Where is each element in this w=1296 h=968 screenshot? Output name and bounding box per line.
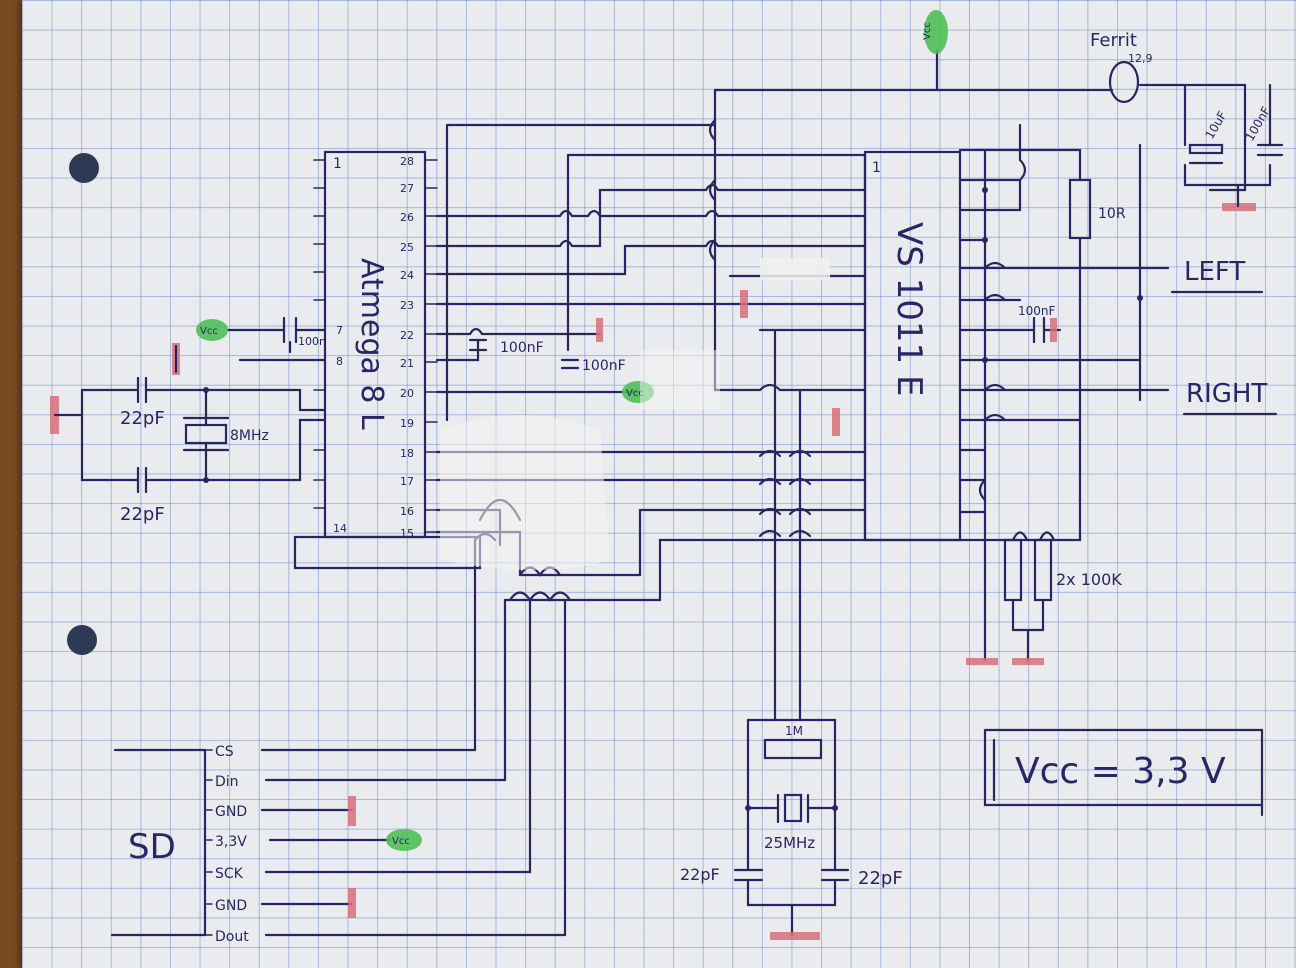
mcu-to-decoder-bus	[435, 88, 1002, 722]
crystal-25mhz-label: 25MHz	[764, 834, 815, 852]
vcc-marker-label: Vcc	[392, 836, 410, 847]
ground-marker	[832, 408, 840, 436]
mcu-pin-24: 24	[400, 269, 414, 282]
vcc-marker	[924, 10, 948, 54]
binder-hole	[69, 153, 99, 183]
correction-fluid	[760, 258, 830, 280]
ground-marker	[348, 888, 356, 918]
res-2x100k-label: 2x 100K	[1056, 570, 1122, 589]
vcc-marker-label: Vcc	[922, 22, 933, 40]
mcu-pin-20: 20	[400, 387, 414, 400]
mcu-right-pins: 28 27 26 25 24 23 22 21 20 19 18 17 16 1…	[336, 155, 438, 540]
ferrite-sub-label: 12,9	[1128, 52, 1153, 65]
mcu-left-pin-stubs	[313, 159, 326, 509]
sd-pin-cs: CS	[215, 744, 234, 760]
ferrite-bead	[1108, 60, 1140, 104]
power-input: Vcc Ferrit 12,9 10uF 100nF	[713, 10, 1284, 402]
mcu-pin-21: 21	[400, 357, 414, 370]
vs1011e-chip: 1 VS 1011 E	[863, 150, 962, 542]
ground-marker	[770, 932, 820, 940]
mcu-pin1-label: 1	[333, 156, 342, 172]
cap-22pf-top-label: 22pF	[120, 408, 165, 429]
decoder-output-network: 10R 100nF 2x 100K	[958, 123, 1142, 665]
ferrite-label: Ferrit	[1090, 30, 1137, 51]
cap-100nf-b-label: 100nF	[582, 358, 626, 374]
ground-marker	[740, 290, 748, 318]
audio-outputs: LEFT RIGHT	[1138, 257, 1278, 416]
sd-label: SD	[128, 827, 176, 867]
mcu-pin14-label: 14	[333, 522, 347, 535]
vcc-marker-label: Vcc	[626, 388, 644, 399]
vcc-marker	[196, 319, 228, 341]
mcu-pin-22: 22	[400, 329, 414, 342]
cap-100nf-d-label: 100nF	[1242, 104, 1273, 143]
mcu-pin-19: 19	[400, 417, 414, 430]
sd-pin-dout: Dout	[215, 929, 249, 945]
mcu-pin-27: 27	[400, 182, 414, 195]
mcu-pin-17: 17	[400, 475, 414, 488]
mcu-pin-18: 18	[400, 447, 414, 460]
correction-fluid	[640, 350, 720, 410]
sd-pin-sck: SCK	[215, 866, 244, 882]
output-right-label: RIGHT	[1186, 379, 1267, 409]
mcu-pin-8: 8	[336, 355, 343, 368]
decoder-crystal-network: 1M 25MHz 22pF 22pF	[680, 718, 903, 940]
sd-pin-din: Din	[215, 774, 239, 790]
mcu-pin-23: 23	[400, 299, 414, 312]
sd-pin-gnd-2: GND	[215, 898, 247, 914]
mcu-pin-26: 26	[400, 211, 414, 224]
mcu-bottom-rail	[293, 535, 482, 570]
decoder-pin1-label: 1	[872, 160, 881, 176]
ground-marker	[1012, 658, 1044, 665]
cap-100n-label: 100n	[298, 335, 326, 348]
decoder-name: VS 1011 E	[889, 222, 929, 396]
ground-marker	[966, 658, 998, 665]
sd-pin-3v3: 3,3V	[215, 834, 247, 850]
sd-card-connector: SD CS Din GND 3,3V SCK GND Dout Vcc	[110, 532, 567, 945]
mcu-pin-16: 16	[400, 505, 414, 518]
sd-pin-gnd-1: GND	[215, 804, 247, 820]
vcc-marker	[386, 829, 422, 851]
mcu-name: Atmega 8 L	[354, 258, 389, 430]
crystal-8mhz-label: 8MHz	[230, 428, 269, 444]
vcc-note-text: Vcc = 3,3 V	[1015, 751, 1226, 792]
res-1m-label: 1M	[785, 724, 803, 738]
cap-22pf-bottom-label: 22pF	[120, 504, 165, 525]
mcu-pin-7: 7	[336, 324, 343, 337]
binder-hole	[67, 625, 97, 655]
cap-22pf-left-label: 22pF	[680, 865, 720, 884]
mcu-vcc-decoupling: 100n Vcc	[172, 316, 327, 375]
output-left-label: LEFT	[1184, 257, 1245, 287]
cap-22pf-right-label: 22pF	[858, 868, 903, 889]
correction-fluid	[440, 415, 610, 570]
ground-marker	[596, 318, 603, 342]
cap-100nf-a-label: 100nF	[500, 340, 544, 356]
res-10r-label: 10R	[1098, 206, 1126, 222]
vcc-marker-label: Vcc	[200, 326, 218, 337]
vcc-note: Vcc = 3,3 V	[983, 728, 1264, 817]
graph-paper-sheet: 1 14 Atmega 8 L 28 27 26 25 24 23 22 21 …	[22, 0, 1296, 968]
mcu-crystal-network: 22pF 22pF 8MHz	[50, 376, 327, 525]
ground-marker	[348, 796, 356, 826]
cap-10uf-label: 10uF	[1202, 109, 1229, 142]
cap-100nf-c-label: 100nF	[1018, 304, 1056, 318]
mcu-pin-28: 28	[400, 155, 414, 168]
mcu-pin-25: 25	[400, 241, 414, 254]
schematic-drawing: 1 14 Atmega 8 L 28 27 26 25 24 23 22 21 …	[50, 10, 1284, 945]
ground-marker	[1222, 203, 1256, 211]
ground-marker	[1050, 318, 1057, 342]
